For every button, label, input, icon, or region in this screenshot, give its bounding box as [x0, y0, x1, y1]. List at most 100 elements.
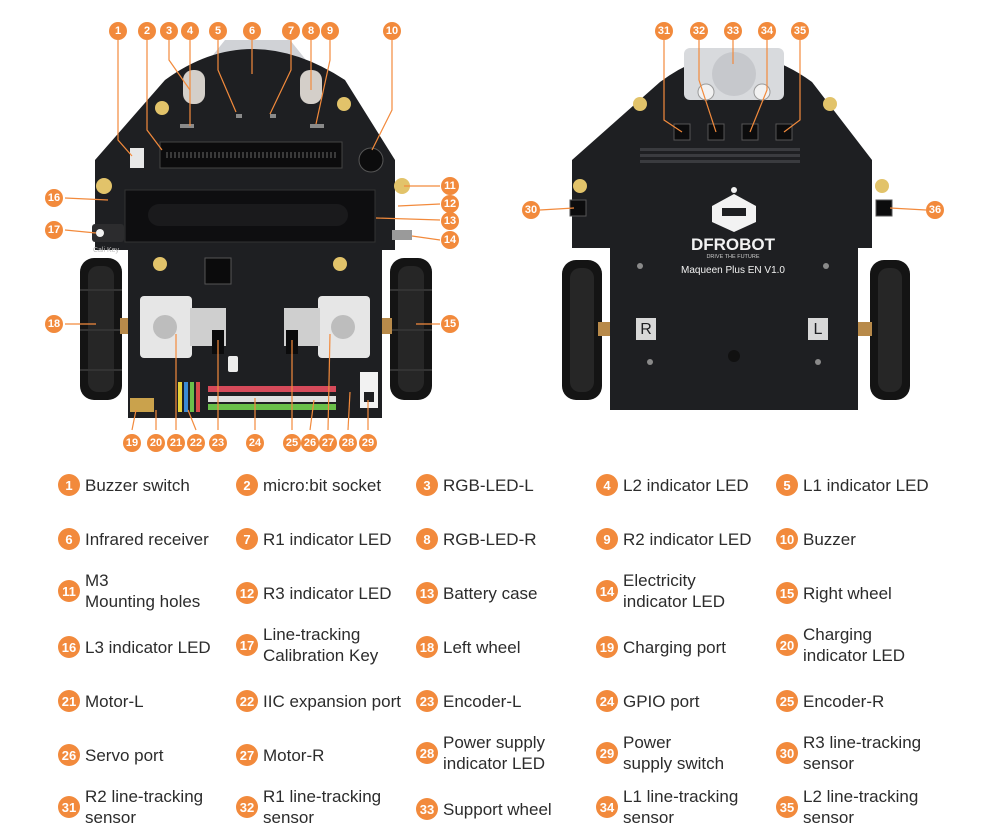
legend-label-10: Buzzer	[803, 529, 856, 549]
callout-12: 12	[441, 195, 459, 213]
callout-8: 8	[302, 22, 320, 40]
callout-26: 26	[301, 434, 319, 452]
legend-label-32: R1 line-tracking sensor	[263, 787, 382, 827]
callout-29: 29	[359, 434, 377, 452]
callout-24: 24	[246, 434, 264, 452]
callout-23-label: 23	[212, 437, 224, 449]
callout-15-label: 15	[444, 318, 456, 330]
legend-badge-32: 32	[236, 796, 258, 818]
legend-badge-17: 17	[236, 634, 258, 656]
legend-label-9: R2 indicator LED	[623, 529, 752, 549]
callout-20: 20	[147, 434, 165, 452]
logo-text: DFROBOT	[691, 235, 776, 254]
callout-17-label: 17	[48, 224, 60, 236]
callout-24-label: 24	[249, 437, 262, 449]
legend-badge-24: 24	[596, 690, 618, 712]
callout-2: 2	[138, 22, 156, 40]
legend-label-11: M3 Mounting holes	[85, 571, 201, 611]
callout-27: 27	[319, 434, 337, 452]
legend-label-3: RGB-LED-L	[443, 475, 534, 495]
legend-badge-12: 12	[236, 582, 258, 604]
tagline: DRIVE THE FUTURE	[706, 254, 759, 260]
legend-label-35: L2 line-tracking sensor	[803, 787, 919, 827]
leader-lines	[64, 40, 927, 431]
callout-22-label: 22	[190, 437, 202, 449]
back-view: DFROBOT DRIVE THE FUTURE Maqueen Plus EN…	[562, 48, 910, 410]
legend-badge-29: 29	[596, 742, 618, 764]
legend-badge-4: 4	[596, 474, 618, 496]
legend-label-19: Charging port	[623, 637, 727, 657]
callout-31: 31	[655, 22, 673, 40]
legend-label-2: micro:bit socket	[263, 475, 382, 495]
callout-32-label: 32	[693, 25, 705, 37]
callout-18: 18	[45, 315, 63, 333]
legend-label-14: Electricity indicator LED	[623, 571, 726, 611]
legend-badge-18: 18	[416, 636, 438, 658]
legend-label-27: Motor-R	[263, 745, 325, 765]
callout-35: 35	[791, 22, 809, 40]
legend-badge-33: 33	[416, 798, 438, 820]
legend-badge-19: 19	[596, 636, 618, 658]
callout-11: 11	[441, 177, 459, 195]
callout-1: 1	[109, 22, 127, 40]
callout-7-label: 7	[288, 25, 294, 37]
legend-badge-8: 8	[416, 528, 438, 550]
callout-9-label: 9	[327, 25, 333, 37]
legend-badge-30: 30	[776, 742, 798, 764]
right-mark: R	[640, 321, 652, 338]
callout-badges: 1 2 3 4 5 6 7 8 9 10 11 12 13 14 15 16 1…	[45, 22, 944, 452]
legend-badge-27: 27	[236, 744, 258, 766]
callout-6: 6	[243, 22, 261, 40]
callout-6-label: 6	[249, 25, 255, 37]
callout-35-label: 35	[794, 25, 806, 37]
legend-badge-26: 26	[58, 744, 80, 766]
right-wheel	[390, 258, 432, 400]
callout-1-label: 1	[115, 25, 121, 37]
left-mark: L	[814, 321, 823, 338]
callout-16-label: 16	[48, 192, 60, 204]
legend-label-17: Line-tracking Calibration Key	[263, 625, 379, 665]
callout-32: 32	[690, 22, 708, 40]
legend-badge-5: 5	[776, 474, 798, 496]
callout-14: 14	[441, 231, 459, 249]
legend-badge-14: 14	[596, 580, 618, 602]
support-wheel	[684, 48, 784, 101]
legend-badge-9: 9	[596, 528, 618, 550]
legend-badge-3: 3	[416, 474, 438, 496]
legend-badge-31: 31	[58, 796, 80, 818]
legend-badge-11: 11	[58, 580, 80, 602]
legend-label-26: Servo port	[85, 745, 164, 765]
legend-badge-13: 13	[416, 582, 438, 604]
callout-7: 7	[282, 22, 300, 40]
callout-12-label: 12	[444, 198, 456, 210]
legend-label-1: Buzzer switch	[85, 475, 190, 495]
legend-label-31: R2 line-tracking sensor	[85, 787, 204, 827]
callout-16: 16	[45, 189, 63, 207]
legend-label-12: R3 indicator LED	[263, 583, 392, 603]
legend-label-21: Motor-L	[85, 691, 144, 711]
callout-19: 19	[123, 434, 141, 452]
callout-30: 30	[522, 201, 540, 219]
legend-badge-23: 23	[416, 690, 438, 712]
legend-label-29: Power supply switch	[623, 733, 725, 773]
